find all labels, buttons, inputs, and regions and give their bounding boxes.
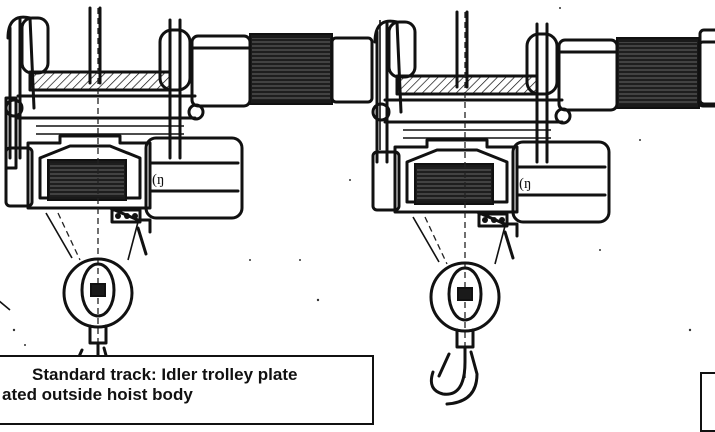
right-caption-box-edge	[700, 372, 715, 432]
caption-box: Standard track: Idler trolley plate ated…	[0, 355, 374, 425]
left-hoist-drawing	[0, 6, 374, 402]
scan-noise	[12, 7, 692, 346]
hoist-diagram: (ŋ	[0, 6, 715, 406]
right-hoist-drawing	[371, 10, 715, 406]
caption-line-1: Standard track: Idler trolley plate	[32, 365, 298, 384]
caption-line-2: ated outside hoist body	[2, 385, 193, 404]
